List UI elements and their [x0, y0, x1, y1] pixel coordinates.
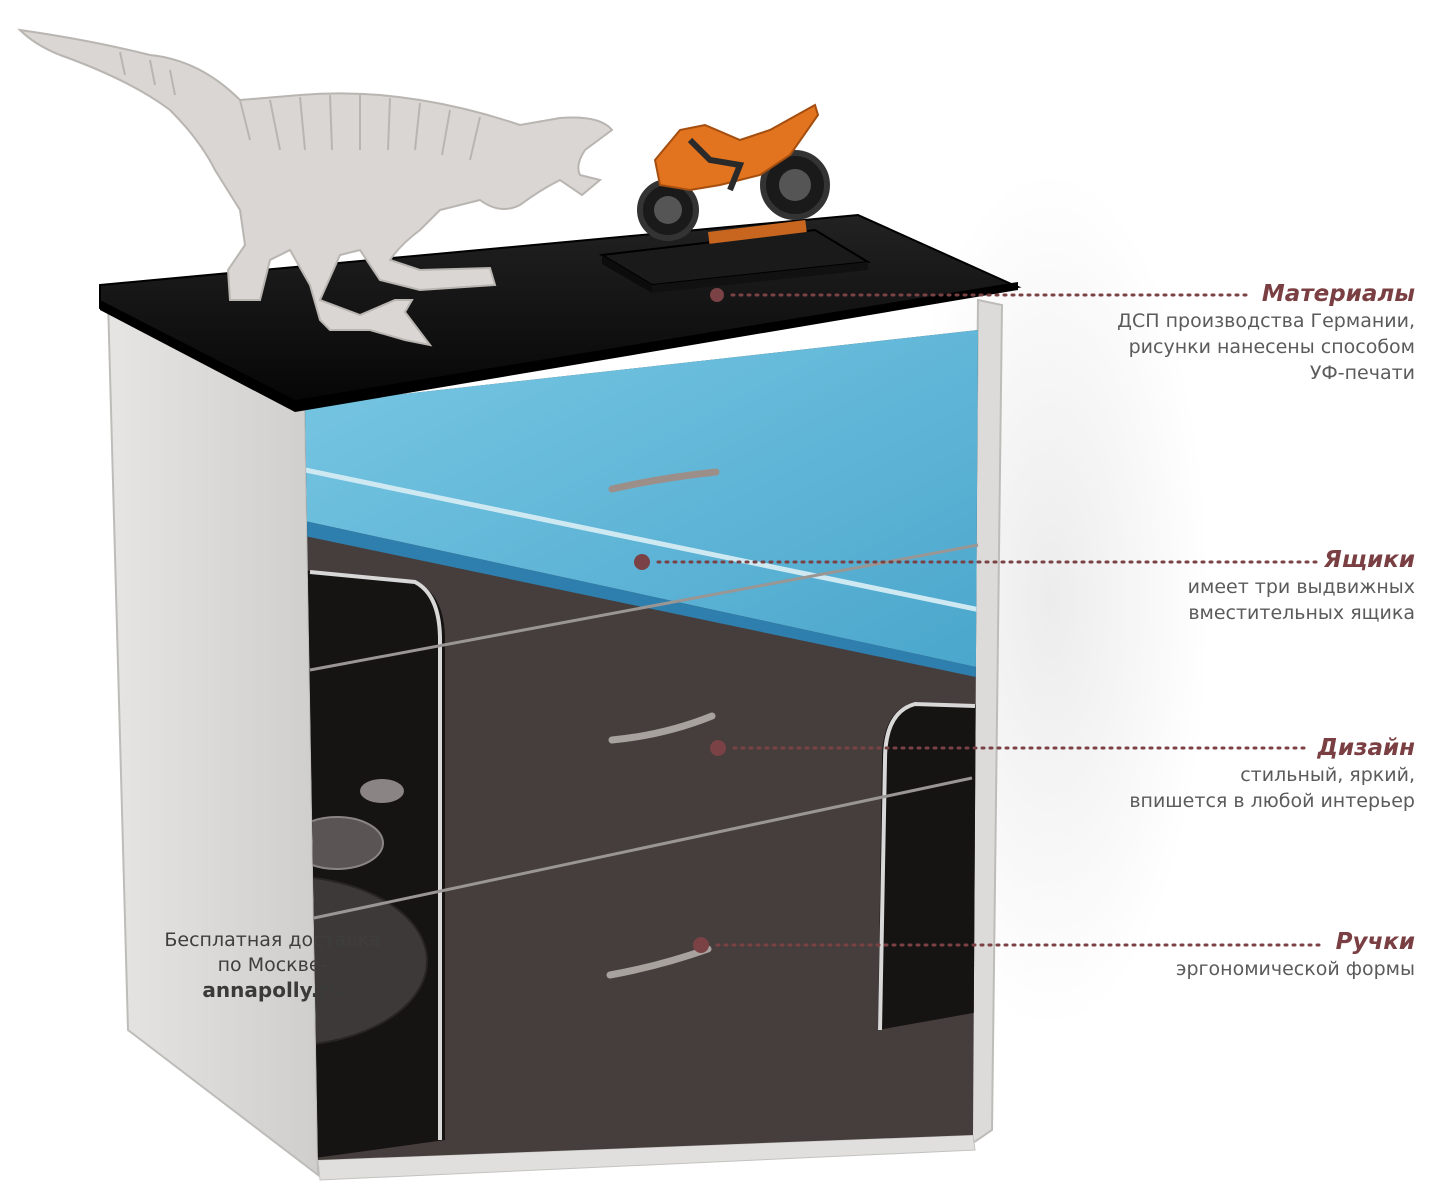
callout-drawers-line-2: вместительных ящика: [1188, 602, 1415, 624]
drawer-handle-bottom: [606, 945, 712, 979]
callout-materials-line-1: ДСП производства Германии,: [1117, 310, 1415, 332]
callout-materials-line-3: УФ-печати: [1309, 362, 1415, 384]
callout-handles-title: Ручки: [1335, 929, 1415, 955]
dresser-bottom-frame: [317, 1134, 976, 1181]
callout-design-title: Дизайн: [1317, 735, 1416, 761]
callout-leaders: [634, 288, 1322, 953]
callout-drawers: Ящики имеет три выдвижных вместительных …: [1188, 546, 1415, 626]
callout-handles: Ручки эргономической формы: [1176, 928, 1415, 982]
drawer-gap-1: [309, 543, 979, 672]
drawer-gap-2: [313, 776, 973, 920]
callout-drawers-line-1: имеет три выдвижных: [1187, 576, 1415, 598]
callout-design: Дизайн стильный, яркий, впишется в любой…: [1129, 734, 1415, 814]
drawer-handle-middle: [608, 712, 716, 744]
callout-drawers-title: Ящики: [1324, 547, 1415, 573]
promo-site-link[interactable]: annapolly.ru: [202, 978, 343, 1002]
promo-line-1: Бесплатная доставка: [164, 929, 381, 951]
motorcycle-model-icon: [598, 103, 872, 293]
promo-line-2: по Москве-: [217, 954, 328, 976]
callout-materials: Материалы ДСП производства Германии, рис…: [1117, 280, 1415, 386]
dresser-front: [305, 330, 978, 1160]
dresser-side-panel: [106, 298, 320, 1178]
dinosaur-model-icon: [17, 28, 614, 347]
callout-materials-title: Материалы: [1261, 281, 1415, 307]
callout-design-line-2: впишется в любой интерьер: [1129, 790, 1415, 812]
callout-handles-line-1: эргономической формы: [1176, 958, 1415, 980]
delivery-promo: Бесплатная доставка по Москве- annapolly…: [135, 928, 410, 1003]
callout-design-line-1: стильный, яркий,: [1240, 764, 1415, 786]
callout-materials-line-2: рисунки нанесены способом: [1128, 336, 1415, 358]
drawer-handle-top: [608, 468, 720, 493]
